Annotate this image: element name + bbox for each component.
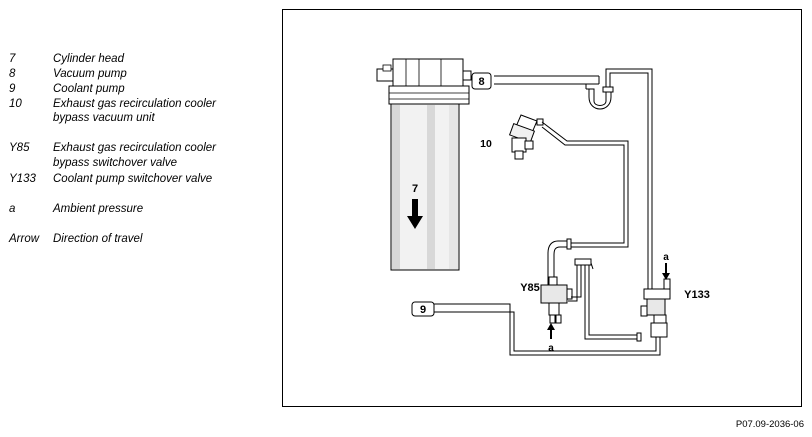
legend-desc: Coolant pump <box>53 83 125 95</box>
legend-key: 7 <box>9 53 16 65</box>
callout-9 <box>411 301 435 317</box>
y85-to-y133-line <box>568 262 638 340</box>
coolant-pump-line <box>433 303 661 356</box>
legend-desc: Coolant pump switchover valve <box>53 173 213 185</box>
legend-desc: Exhaust gas recirculation cooler <box>53 98 216 110</box>
diagram-frame: 7 8 10 <box>282 9 802 407</box>
legend-desc: bypass switchover valve <box>53 157 177 169</box>
vacuum-unit-line <box>541 121 629 248</box>
figure-reference: P07.09-2036-06 <box>735 419 804 430</box>
label-7: 7 <box>412 183 418 195</box>
legend-desc: Direction of travel <box>53 233 143 245</box>
legend-desc: Exhaust gas recirculation cooler <box>53 142 216 154</box>
legend-key: Y85 <box>9 142 30 154</box>
label-y133: Y133 <box>684 289 710 301</box>
egr-bypass-vacuum-unit <box>508 114 544 160</box>
label-y85: Y85 <box>520 282 540 294</box>
legend-desc: Vacuum pump <box>53 68 127 80</box>
legend-key: Arrow <box>9 233 40 245</box>
ambient-arrow-y85-icon <box>547 323 555 339</box>
y133-valve <box>640 278 671 338</box>
legend-key: 8 <box>9 68 16 80</box>
direction-arrow-icon <box>407 199 423 229</box>
vacuum-pump-line <box>494 68 653 289</box>
callout-8 <box>471 72 492 90</box>
legend-key: 10 <box>9 98 22 110</box>
legend-key: Y133 <box>9 173 36 185</box>
vacuum-diagram: 7 8 10 <box>376 58 710 356</box>
label-10: 10 <box>480 138 492 150</box>
label-9: 9 <box>420 304 426 316</box>
legend-desc: bypass vacuum unit <box>53 112 155 124</box>
legend-key: 9 <box>9 83 16 95</box>
y85-valve <box>540 276 573 324</box>
label-a-y85: a <box>548 343 554 354</box>
legend-key: a <box>9 203 16 215</box>
y85-line <box>547 240 569 286</box>
label-8: 8 <box>478 76 484 88</box>
ambient-arrow-y133-icon <box>662 263 670 280</box>
legend: 7 Cylinder head 8 Vacuum pump 9 Coolant … <box>0 0 275 437</box>
legend-desc: Cylinder head <box>53 53 124 65</box>
legend-desc: Ambient pressure <box>53 203 144 215</box>
label-a-y133: a <box>663 252 669 263</box>
cylinder-head <box>376 58 472 271</box>
